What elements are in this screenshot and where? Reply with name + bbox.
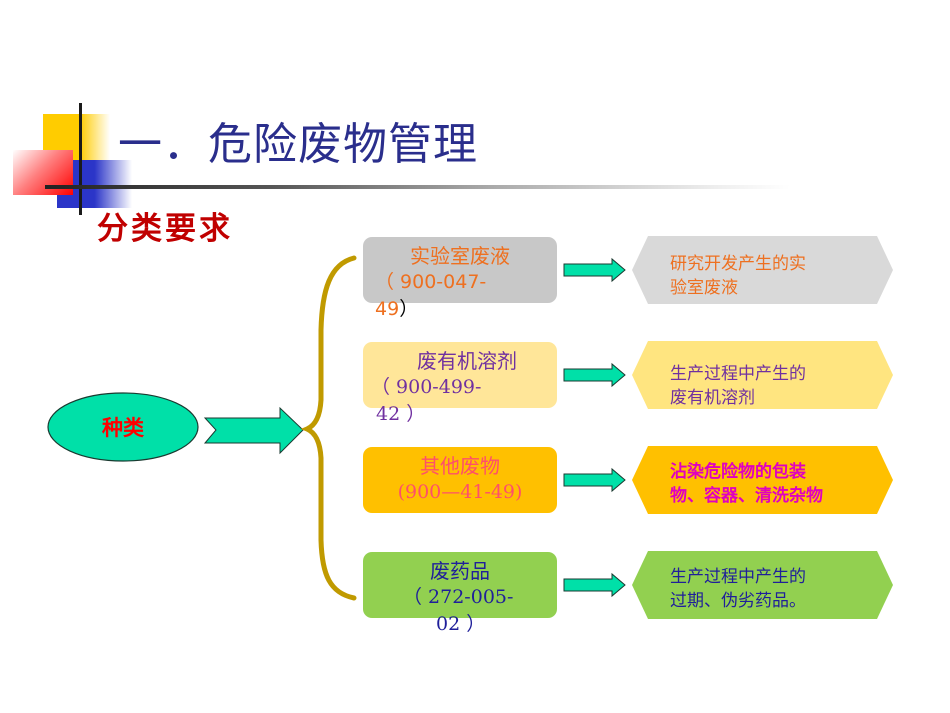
title-underline — [45, 185, 790, 189]
category-box-waste-drugs: 废药品 （ 272-005- 02 ） — [363, 552, 557, 635]
description-lab-waste-liquid: 研究开发产生的实 验室废液 — [670, 252, 806, 300]
root-label: 种类 — [101, 416, 145, 440]
category-code-cont: 02 ） — [436, 613, 486, 635]
category-code: （ 900-047- — [375, 271, 487, 293]
description-line: 过期、伪劣药品。 — [670, 591, 806, 611]
description-hexagon-lab-waste-liquid — [632, 236, 893, 304]
section-subtitle: 分类要求 — [97, 211, 233, 247]
description-line: 研究开发产生的实 — [670, 254, 806, 274]
description-organic-solvent: 生产过程中产生的 废有机溶剂 — [670, 362, 806, 410]
description-hexagon-organic-solvent — [632, 341, 893, 409]
description-hexagon-waste-drugs — [632, 551, 893, 619]
logo-vertical-line — [79, 103, 82, 215]
description-line: 生产过程中产生的 — [670, 364, 806, 384]
arrow-icon-lab-waste-liquid — [563, 257, 626, 283]
description-line: 验室废液 — [670, 278, 738, 298]
description-hexagon-other-waste — [632, 446, 893, 514]
category-code-close: ） — [399, 298, 419, 320]
category-code: （ 900-499- — [371, 376, 482, 398]
arrow-icon-waste-drugs — [563, 572, 626, 598]
category-box-lab-waste-liquid: 实验室废液 （ 900-047- 49） — [363, 237, 557, 320]
description-waste-drugs: 生产过程中产生的 过期、伪劣药品。 — [670, 565, 806, 613]
category-name: 实验室废液 — [410, 244, 510, 268]
description-line: 沾染危险物的包装 — [670, 462, 806, 482]
description-line: 废有机溶剂 — [670, 388, 755, 408]
category-code: （ 272-005- — [403, 586, 514, 608]
brace-icon — [300, 255, 357, 601]
arrow-icon-other-waste — [563, 467, 626, 493]
category-code-tail: 49 — [375, 298, 400, 320]
category-code-cont: 49） — [363, 295, 557, 323]
description-other-waste: 沾染危险物的包装 物、容器、清洗杂物 — [670, 460, 823, 508]
page-title: 一．危险废物管理 — [118, 119, 478, 170]
category-code: (900—41-49) — [397, 481, 523, 503]
category-name: 废药品 — [430, 559, 490, 583]
category-name: 废有机溶剂 — [417, 349, 517, 373]
arrow-icon-organic-solvent — [563, 362, 626, 388]
category-code-cont: 42 ） — [376, 403, 426, 425]
category-box-other-waste: 其他废物 (900—41-49) — [363, 447, 557, 513]
main-arrow-icon — [203, 406, 304, 455]
root-ellipse — [47, 392, 199, 462]
description-line: 生产过程中产生的 — [670, 567, 806, 587]
description-line: 物、容器、清洗杂物 — [670, 486, 823, 506]
category-box-organic-solvent: 废有机溶剂 （ 900-499- 42 ） — [363, 342, 557, 425]
category-name: 其他废物 — [420, 454, 500, 478]
